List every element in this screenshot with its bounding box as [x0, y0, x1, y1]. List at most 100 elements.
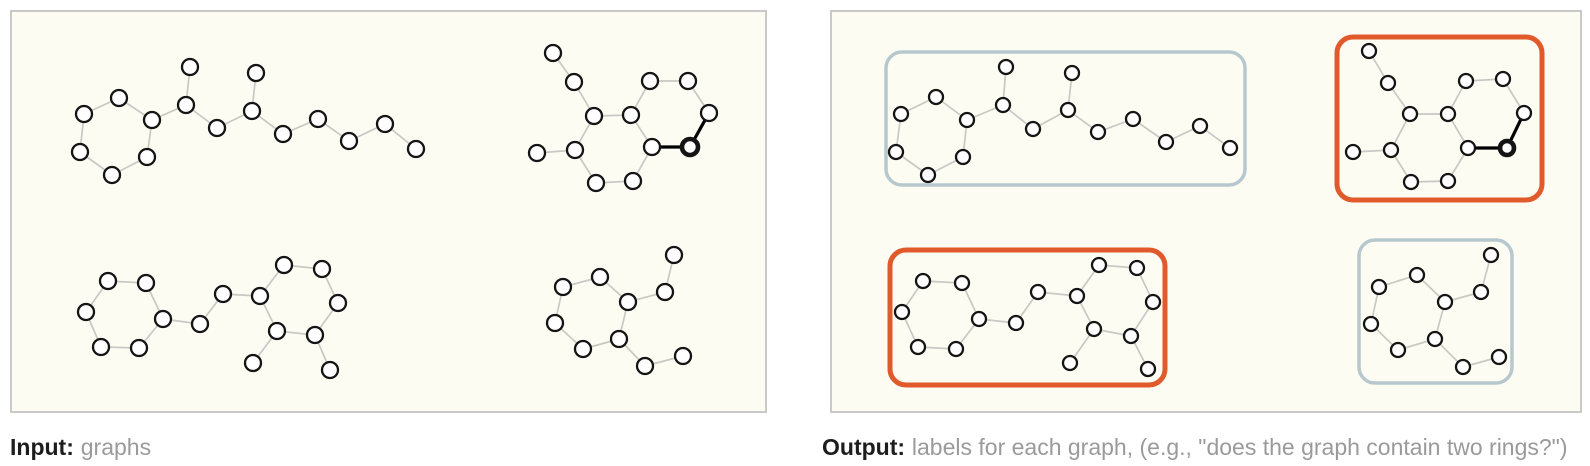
graph-node	[1408, 266, 1426, 284]
graph-node	[586, 173, 606, 193]
graph-node	[250, 286, 270, 306]
graph-node	[190, 314, 210, 334]
graph-node	[137, 147, 157, 167]
graph-node	[375, 114, 395, 134]
output-graph-two-fused-rings	[1344, 42, 1533, 191]
graph-node	[1494, 70, 1512, 88]
graph-node	[1439, 105, 1457, 123]
graph-node	[621, 105, 641, 125]
graph-node	[1382, 141, 1400, 159]
graph-node	[1370, 278, 1388, 296]
input-graph-two-fused-rings	[527, 43, 719, 193]
graph-node	[308, 109, 328, 129]
graph-node	[274, 255, 294, 275]
graph-node	[564, 72, 584, 92]
graph-node	[1379, 74, 1397, 92]
graph-node	[1059, 101, 1077, 119]
output-caption-label: Output:	[822, 434, 906, 460]
graph-node	[320, 360, 340, 380]
graph-node	[887, 143, 905, 161]
graph-node	[102, 165, 122, 185]
label-box-orange	[1334, 34, 1545, 203]
graph-node	[1122, 327, 1140, 345]
graph-node-bold	[679, 136, 701, 158]
label-box-slate	[884, 50, 1247, 187]
graph-node	[76, 302, 96, 322]
graph-node	[213, 284, 233, 304]
graph-node	[1144, 293, 1162, 311]
graph-node	[994, 96, 1012, 114]
graph-node	[664, 245, 684, 265]
graph-node	[1068, 287, 1086, 305]
graph-node	[635, 356, 655, 376]
graph-node	[565, 140, 585, 160]
graph-node	[642, 137, 662, 157]
output-caption-text: labels for each graph, (e.g., "does the …	[911, 434, 1568, 460]
graph-node	[1157, 133, 1175, 151]
graph-node	[655, 282, 675, 302]
label-box-slate	[1357, 238, 1514, 385]
graph-node	[1085, 320, 1103, 338]
graph-node	[673, 346, 693, 366]
graph-node	[1436, 293, 1454, 311]
graph-node	[180, 57, 200, 77]
graph-node	[243, 353, 263, 373]
graph-node	[1089, 123, 1107, 141]
graph-node	[312, 259, 332, 279]
graph-node	[947, 340, 965, 358]
graph-node	[997, 58, 1015, 76]
graph-node	[640, 71, 660, 91]
graph-node	[527, 143, 547, 163]
graph-node	[954, 148, 972, 166]
input-graph-two-linked-rings	[76, 255, 348, 380]
graph-node	[893, 303, 911, 321]
output-graph-ring-chain	[887, 58, 1239, 184]
graph-node	[1515, 104, 1533, 122]
input-graph-ring-chain	[70, 57, 426, 185]
graph-node	[678, 71, 698, 91]
graph-node	[1401, 105, 1419, 123]
graph-node	[267, 321, 287, 341]
graph-node	[207, 118, 227, 138]
graph-node	[1362, 315, 1380, 333]
graph-node	[1490, 348, 1508, 366]
graph-node	[584, 106, 604, 126]
input-caption-label: Input:	[10, 434, 74, 460]
graph-node	[1007, 314, 1025, 332]
graph-node	[273, 124, 293, 144]
graph-node	[1457, 72, 1475, 90]
graph-node	[109, 88, 129, 108]
graph-node	[618, 292, 638, 312]
graph-node	[1439, 172, 1457, 190]
graph-node	[909, 338, 927, 356]
graph-node	[406, 139, 426, 159]
graph-node	[545, 313, 565, 333]
output-caption: Output:labels for each graph, (e.g., "do…	[822, 433, 1568, 461]
graph-node	[1344, 143, 1362, 161]
graph-node	[339, 131, 359, 151]
graph-node	[74, 104, 94, 124]
graph-node	[246, 63, 266, 83]
graph-node	[142, 110, 162, 130]
graph-node	[1029, 283, 1047, 301]
graph-node	[1024, 120, 1042, 138]
graph-node	[553, 277, 573, 297]
graph-node	[573, 339, 593, 359]
graph-node	[242, 101, 262, 121]
graph-node	[1221, 139, 1239, 157]
graph-node	[70, 142, 90, 162]
graph-node	[543, 43, 563, 63]
graph-node	[892, 105, 910, 123]
graph-node	[1128, 259, 1146, 277]
graph-node	[328, 293, 348, 313]
graph-node	[1139, 360, 1157, 378]
label-box-orange	[887, 247, 1168, 388]
graph-node	[136, 273, 156, 293]
graph-node	[1454, 358, 1472, 376]
graph-node	[1389, 341, 1407, 359]
output-graph-single-ring	[1362, 246, 1508, 376]
graph-node	[1426, 330, 1444, 348]
graph-node	[1459, 139, 1477, 157]
graph-node	[305, 325, 325, 345]
